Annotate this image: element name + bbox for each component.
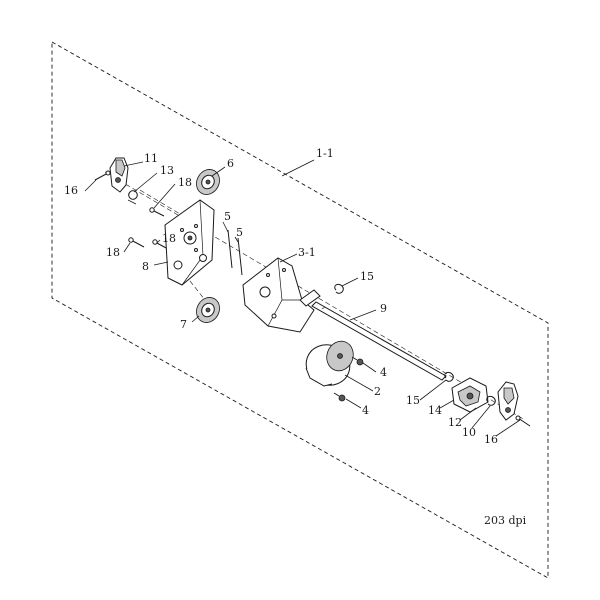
label-18-top: 18 [178, 176, 192, 189]
part-spring-lower [444, 371, 454, 382]
part-lever-right [497, 381, 519, 421]
part-pin-left [94, 170, 111, 181]
part-side-plate [164, 199, 215, 286]
label-7: 7 [180, 318, 187, 331]
resolution-note: 203 dpi [484, 514, 527, 527]
part-screw-d [351, 356, 364, 366]
label-18-left: 18 [106, 246, 120, 259]
label-4-lower: 4 [362, 404, 369, 417]
label-2: 2 [374, 385, 381, 398]
label-11: 11 [144, 152, 158, 165]
part-screw-c [128, 237, 145, 248]
part-small-clip [486, 395, 496, 406]
label-4-upper: 4 [380, 366, 387, 379]
part-shaft-pins [227, 229, 243, 276]
assembly-boundary [51, 41, 549, 579]
part-screw-e [333, 392, 346, 402]
part-spring-clip [127, 190, 138, 205]
part-labels: 1-1 6 11 13 18 16 5 5 3-1 18 18 8 7 15 9… [64, 147, 498, 446]
label-5-second: 5 [236, 226, 243, 239]
label-3-1: 3-1 [298, 246, 316, 259]
label-assembly: 1-1 [316, 147, 334, 160]
part-gear-top [196, 169, 220, 195]
label-15-upper: 15 [360, 270, 374, 283]
label-8: 8 [142, 260, 149, 273]
part-lever-left [109, 157, 129, 193]
part-bearing-block [451, 377, 489, 413]
part-pin-right [515, 415, 531, 427]
label-5-first: 5 [224, 210, 231, 223]
label-12: 12 [448, 416, 462, 429]
label-15-lower: 15 [406, 394, 420, 407]
label-13: 13 [160, 164, 174, 177]
part-long-shaft [311, 301, 447, 381]
label-14: 14 [428, 404, 442, 417]
label-16-right: 16 [484, 433, 498, 446]
part-motor [305, 340, 354, 387]
part-screw-a [149, 207, 165, 217]
label-16-left: 16 [64, 184, 78, 197]
leader-lines [84, 159, 521, 437]
label-18-mid: 18 [162, 232, 176, 245]
label-6: 6 [227, 157, 234, 170]
part-motor-bracket [242, 257, 321, 333]
label-10: 10 [462, 426, 476, 439]
label-9: 9 [380, 302, 387, 315]
part-gear-bottom [196, 297, 220, 323]
